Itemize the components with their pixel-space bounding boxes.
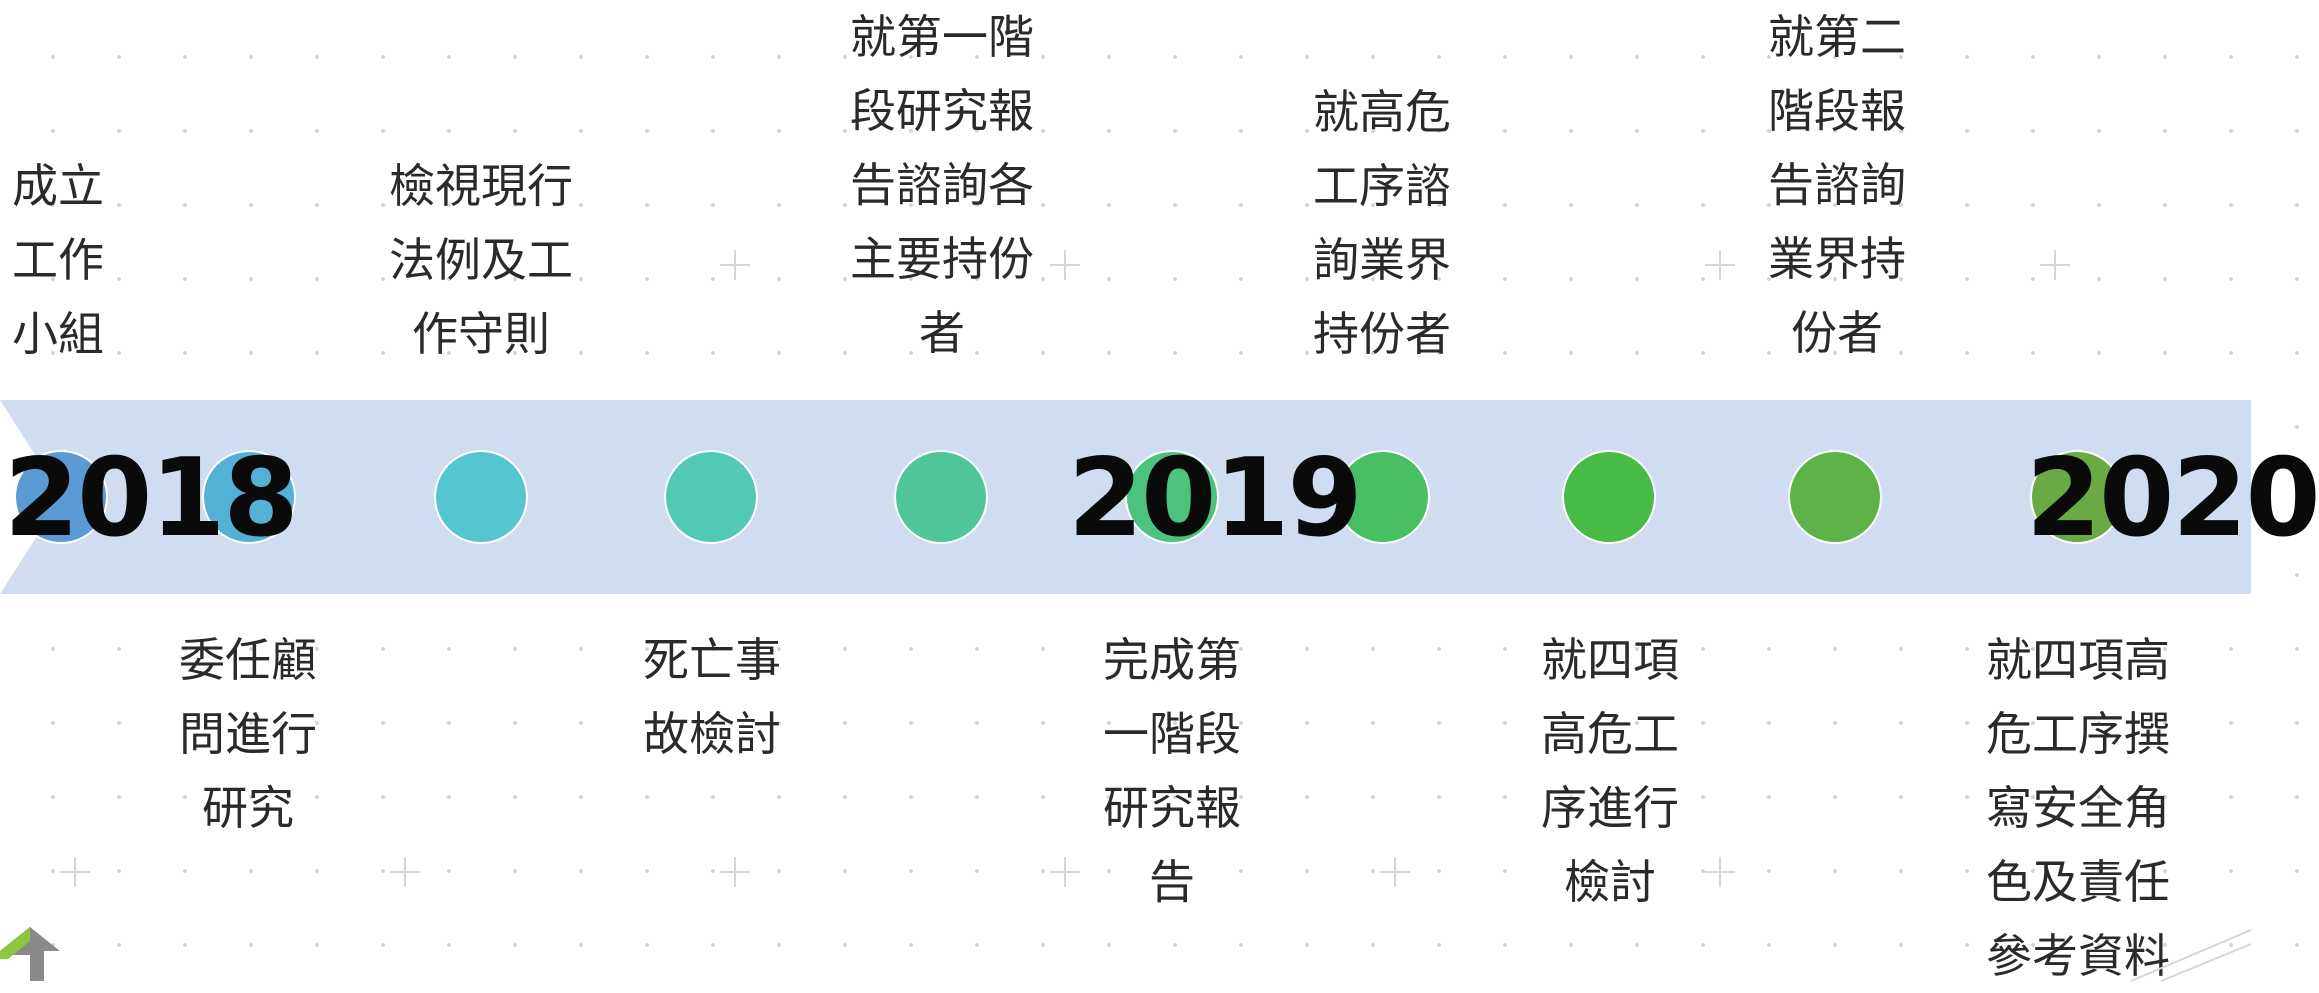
timeline-dot — [2030, 450, 2124, 544]
plus-decoration — [60, 857, 90, 887]
timeline-dot — [894, 450, 988, 544]
logo-icon — [0, 927, 60, 981]
timeline-dot — [664, 450, 758, 544]
plus-decoration — [1705, 857, 1735, 887]
plus-decoration — [1050, 250, 1080, 280]
timeline-dot — [202, 450, 296, 544]
plus-decoration — [720, 250, 750, 280]
milestone-label-top: 就第一階 段研究報 告諮詢各 主要持份 者 — [850, 10, 1034, 360]
milestone-label-top: 檢視現行 法例及工 作守則 — [389, 159, 573, 361]
plus-decoration — [1050, 857, 1080, 887]
year-label: 2018 — [4, 436, 299, 561]
plus-decoration — [390, 857, 420, 887]
milestone-label-top: 就高危 工序諮 詢業界 持份者 — [1313, 85, 1451, 361]
milestone-label-top: 就第二 階段報 告諮詢 業界持 份者 — [1768, 10, 1906, 360]
timeline-dot — [14, 450, 108, 544]
milestone-label-bottom: 委任顧 問進行 研究 — [179, 633, 317, 835]
year-label: 2020 — [2026, 436, 2319, 561]
milestone-label-bottom: 就四項高 危工序撰 寫安全角 色及責任 參考資料 — [1986, 633, 2170, 983]
year-label: 2019 — [1068, 436, 1363, 561]
milestone-label-bottom: 死亡事 故檢討 — [643, 633, 781, 761]
plus-decoration — [1380, 857, 1410, 887]
plus-decoration — [2040, 250, 2070, 280]
timeline-dot — [1125, 450, 1219, 544]
corner-decoration — [2130, 929, 2252, 982]
plus-decoration — [1705, 250, 1735, 280]
timeline-dot — [1788, 450, 1882, 544]
milestone-label-top: 成立 工作 小組 — [12, 159, 104, 361]
plus-decoration — [720, 857, 750, 887]
timeline-dot — [1336, 450, 1430, 544]
timeline-dot — [434, 450, 528, 544]
milestone-label-bottom: 完成第 一階段 研究報 告 — [1103, 633, 1241, 909]
milestone-label-bottom: 就四項 高危工 序進行 檢討 — [1541, 633, 1679, 909]
timeline-dot — [1562, 450, 1656, 544]
